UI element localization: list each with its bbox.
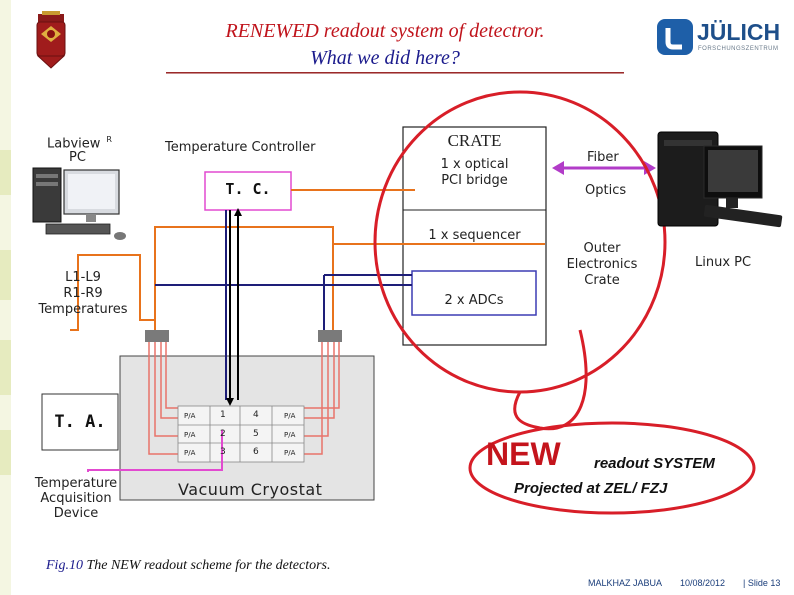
- right-connector-block: [318, 330, 342, 342]
- channel-cell: 3: [220, 447, 226, 457]
- juelich-logo-mark: [657, 19, 693, 55]
- vacuum-cryostat-vessel: [119, 355, 375, 501]
- pa-cell: P/A: [184, 431, 196, 439]
- pa-cell: P/A: [284, 449, 296, 457]
- temperatures-line-3: Temperatures: [38, 302, 128, 317]
- slide-title: RENEWED readout system of detectror. Wha…: [150, 18, 620, 72]
- labview-registered: R: [106, 135, 112, 144]
- crate-title: CRATE: [447, 131, 502, 150]
- orange-left-connector: [126, 254, 155, 321]
- stripe-segment: [0, 430, 11, 475]
- labview-label: Labview R: [47, 132, 112, 152]
- channel-cell: 1: [220, 410, 226, 420]
- ta-label: T. A.: [54, 412, 106, 432]
- outer-electronics-line-2: Electronics: [566, 257, 638, 272]
- adcs-label: 2 x ADCs: [444, 293, 504, 308]
- figure-caption: Fig.10 The NEW readout scheme for the de…: [46, 558, 331, 574]
- labview-pc-icon: [32, 167, 126, 240]
- juelich-logo-subtitle: FORSCHUNGSZENTRUM: [698, 46, 779, 52]
- pa-cell: P/A: [284, 431, 296, 439]
- title-line-1: RENEWED readout system of detectror.: [225, 20, 545, 42]
- readout-system-label: readout SYSTEM: [594, 455, 715, 472]
- channel-cell: 4: [253, 410, 259, 420]
- linux-pc-icon: [657, 131, 783, 228]
- tc-label: T. C.: [225, 180, 271, 198]
- outer-electronics-line-3: Crate: [584, 273, 620, 288]
- footer-author: MALKHAZ JABUA: [588, 578, 663, 588]
- labview-pc-label: PC: [69, 150, 86, 165]
- orange-left-branch: [70, 254, 126, 331]
- optical-bridge-line-1: 1 x optical: [440, 157, 509, 172]
- temperatures-label: L1-L9 R1-R9 Temperatures: [33, 270, 133, 318]
- pa-cell: P/A: [184, 449, 196, 457]
- footer-date: 10/08/2012: [680, 578, 726, 588]
- stripe-segment: [0, 250, 11, 300]
- right-wire-bundle: [304, 342, 340, 455]
- orange-control-line: [154, 226, 334, 330]
- university-crest-logo: [36, 11, 66, 69]
- black-arrow-up-head: [234, 208, 242, 216]
- pa-cell: P/A: [284, 412, 296, 420]
- preamp-table: [177, 405, 305, 463]
- new-label: NEW: [486, 436, 561, 472]
- outer-electronics-label: Outer Electronics Crate: [562, 241, 642, 289]
- title-divider: [166, 72, 624, 74]
- projected-at-label: Projected at ZEL/ FZJ: [514, 480, 668, 497]
- adc-box-border: [411, 270, 537, 316]
- labview-text: Labview: [47, 136, 101, 152]
- optical-bridge-line-2: PCI bridge: [441, 173, 508, 188]
- ta-device-line-1: Temperature: [34, 476, 118, 491]
- fiber-arrow-left: [552, 161, 564, 175]
- stripe-segment: [0, 340, 11, 395]
- title-line-2: What we did here?: [310, 47, 460, 69]
- fiber-label: Fiber: [587, 150, 619, 165]
- figure-number: Fig.10: [46, 558, 83, 573]
- ta-device-label: Temperature Acquisition Device: [32, 476, 120, 521]
- new-system-callout-ellipse: [468, 421, 756, 515]
- stripe-segment: [0, 150, 11, 195]
- optics-label: Optics: [585, 183, 627, 198]
- channel-cell: 5: [253, 429, 259, 439]
- ta-device-label-bg: [34, 472, 118, 512]
- black-arrow-head: [226, 398, 234, 406]
- channel-cell: 2: [220, 429, 226, 439]
- tc-box-border: [204, 171, 292, 211]
- ta-device-line-2: Acquisition: [40, 491, 112, 506]
- ta-box-border: [41, 393, 119, 451]
- temperature-controller-label: Temperature Controller: [165, 140, 316, 155]
- figure-caption-text: The NEW readout scheme for the detectors…: [82, 558, 331, 573]
- sequencer-label: 1 x sequencer: [428, 228, 521, 243]
- left-decor-stripe: [0, 0, 11, 595]
- pa-cell: P/A: [184, 412, 196, 420]
- left-wire-bundle: [148, 342, 178, 455]
- outer-electronics-line-1: Outer: [583, 241, 621, 256]
- channel-cell: 6: [253, 447, 259, 457]
- juelich-logo-text: JÜLICH: [697, 19, 781, 45]
- footer-slide-number: | Slide 13: [743, 578, 781, 588]
- left-connector-block: [145, 330, 169, 342]
- ta-device-line-3: Device: [53, 506, 99, 521]
- optical-bridge-label: 1 x optical PCI bridge: [403, 157, 546, 189]
- vacuum-cryostat-label: Vacuum Cryostat: [178, 480, 323, 499]
- temperatures-line-1: L1-L9: [65, 270, 101, 285]
- temperatures-line-2: R1-R9: [63, 286, 103, 301]
- linux-pc-label: Linux PC: [695, 255, 752, 270]
